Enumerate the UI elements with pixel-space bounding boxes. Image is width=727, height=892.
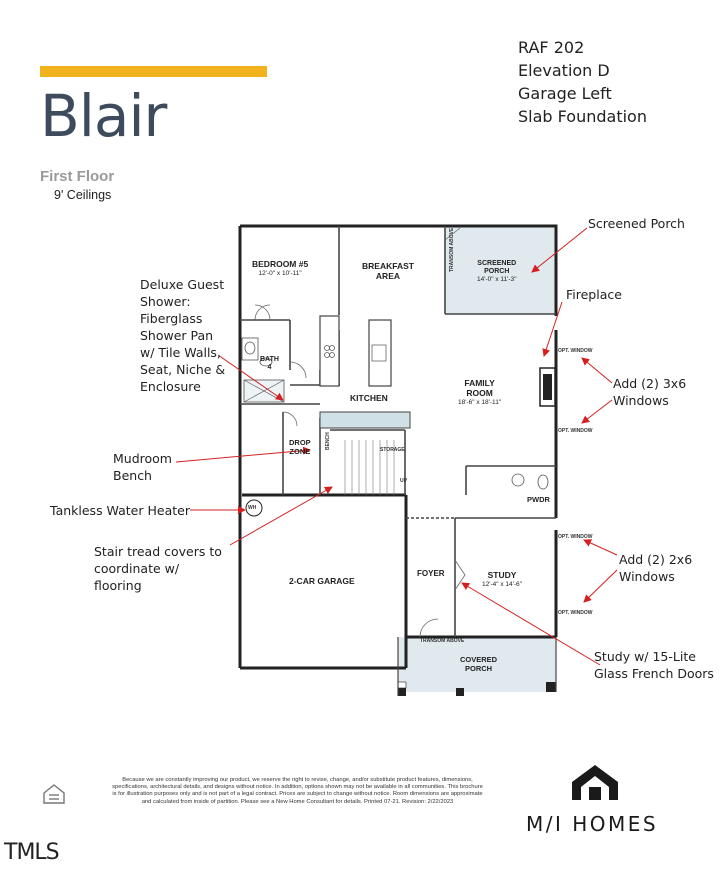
room-name: ZONE	[289, 447, 311, 456]
room-screened-porch: SCREENED PORCH 14'-0" x 11'-3"	[477, 260, 517, 284]
opt-window-label: OPT. WINDOW	[558, 348, 593, 354]
callout-line: Study w/ 15-Lite	[594, 649, 696, 664]
room-family: FAMILY ROOM 18'-6" x 18'-11"	[458, 378, 501, 408]
callout-line: coordinate w/	[94, 561, 180, 576]
kitchen-island	[368, 319, 392, 387]
callout-line: Deluxe Guest	[140, 277, 225, 292]
kitchen-back-counter	[319, 411, 411, 429]
callout-line: Bench	[113, 468, 152, 483]
callout-fireplace: Fireplace	[566, 287, 622, 302]
transom-label: TRANSOM ABOVE	[420, 638, 465, 644]
room-name: BREAKFAST	[362, 261, 414, 271]
room-study: STUDY 12'-4" x 14'-6"	[482, 570, 522, 590]
callout-line: Windows	[619, 569, 675, 584]
callout-stair: Stair tread covers to coordinate w/ floo…	[94, 543, 222, 594]
room-dims: 12'-4" x 14'-6"	[482, 581, 522, 588]
door-swings	[254, 227, 466, 638]
room-bath: BATH 4	[260, 356, 279, 372]
kitchen-counter	[319, 315, 340, 387]
room-garage: 2-CAR GARAGE	[289, 576, 355, 586]
room-name: BATH	[260, 356, 279, 363]
brand-name: M/I HOMES	[526, 812, 659, 836]
room-breakfast: BREAKFAST AREA	[362, 261, 414, 281]
room-name: SCREENED	[477, 260, 517, 267]
plan-info: RAF 202 Elevation D Garage Left Slab Fou…	[518, 36, 647, 128]
callout-line: Fiberglass	[140, 311, 203, 326]
opt-window-label: OPT. WINDOW	[558, 428, 593, 434]
callout-line: Seat, Niche &	[140, 362, 226, 377]
callout-line: flooring	[94, 578, 142, 593]
callout-arrows	[175, 227, 618, 666]
callout-add-2x6: Add (2) 2x6 Windows	[619, 551, 692, 585]
callout-line: Add (2) 2x6	[619, 552, 693, 567]
room-dims: 12'-0" x 10'-11"	[258, 270, 302, 277]
equal-housing-icon	[43, 784, 65, 804]
room-covered-porch: COVERED PORCH	[460, 655, 497, 673]
room-kitchen: KITCHEN	[350, 393, 388, 403]
room-name: STUDY	[487, 570, 517, 580]
room-pwdr: PWDR	[527, 495, 550, 505]
room-number: 4	[267, 364, 272, 371]
info-line: RAF 202	[518, 38, 585, 57]
callout-study-doors: Study w/ 15-Lite Glass French Doors	[594, 648, 714, 682]
house-logo-icon	[572, 765, 618, 800]
plan-title: Blair	[40, 82, 167, 150]
opt-window-label: OPT. WINDOW	[558, 610, 593, 616]
callout-add-3x6: Add (2) 3x6 Windows	[613, 375, 686, 409]
callout-line: Windows	[613, 393, 669, 408]
room-name: COVERED	[460, 655, 498, 664]
callout-line: Add (2) 3x6	[613, 376, 687, 391]
callout-line: Mudroom	[113, 451, 172, 466]
callout-screened-porch: Screened Porch	[588, 216, 685, 231]
room-foyer: FOYER	[417, 569, 445, 579]
callout-deluxe-shower: Deluxe Guest Shower: Fiberglass Shower P…	[140, 276, 225, 395]
callout-water-heater: Tankless Water Heater	[50, 503, 190, 518]
room-name: PWDR	[527, 495, 550, 504]
bench-label: BENCH	[325, 432, 331, 450]
room-name: FAMILY	[464, 378, 495, 388]
room-name: BEDROOM #5	[252, 259, 309, 269]
info-line: Elevation D	[518, 61, 610, 80]
room-drop-zone: DROP ZONE	[289, 438, 311, 456]
room-bedroom: BEDROOM #5 12'-0" x 10'-11"	[252, 259, 308, 279]
opt-window-label: OPT. WINDOW	[558, 534, 593, 540]
kitchen-sink	[371, 344, 387, 362]
stair-up-label: UP	[400, 478, 407, 484]
room-name: DROP	[289, 438, 311, 447]
water-heater-icon	[245, 499, 263, 517]
tmls-logo: TMLS	[4, 840, 60, 865]
stair-treads	[344, 440, 395, 495]
disclaimer: Because we are constantly improving our …	[112, 777, 483, 805]
callout-line: Glass French Doors	[594, 666, 714, 681]
callout-line: w/ Tile Walls,	[140, 345, 221, 360]
info-line: Garage Left	[518, 84, 612, 103]
covered-porch-fill	[398, 637, 556, 692]
storage-label: STORAGE	[380, 447, 405, 453]
room-dims: 18'-6" x 18'-11"	[458, 399, 502, 406]
ceilings-label: 9' Ceilings	[54, 188, 112, 202]
water-heater-label: WH	[248, 505, 257, 511]
room-name: PORCH	[465, 664, 493, 673]
callout-line: Enclosure	[140, 379, 201, 394]
callout-line: Shower:	[140, 294, 191, 309]
room-dims: 14'-0" x 11'-3"	[477, 276, 517, 283]
transom-label: TRANSOM ABOVE	[449, 227, 455, 272]
exterior-walls	[238, 224, 558, 670]
accent-bar	[40, 66, 267, 77]
room-name: PORCH	[484, 268, 510, 275]
room-name: AREA	[375, 271, 401, 281]
room-name: ROOM	[466, 388, 493, 398]
room-name: KITCHEN	[350, 393, 388, 403]
callout-line: Stair tread covers to	[94, 544, 222, 559]
floor-label: First Floor	[40, 168, 115, 185]
callout-mudroom: Mudroom Bench	[113, 450, 172, 484]
callout-line: Shower Pan	[140, 328, 214, 343]
room-name: FOYER	[417, 569, 445, 578]
info-line: Slab Foundation	[518, 107, 647, 126]
room-name: 2-CAR GARAGE	[289, 576, 355, 586]
